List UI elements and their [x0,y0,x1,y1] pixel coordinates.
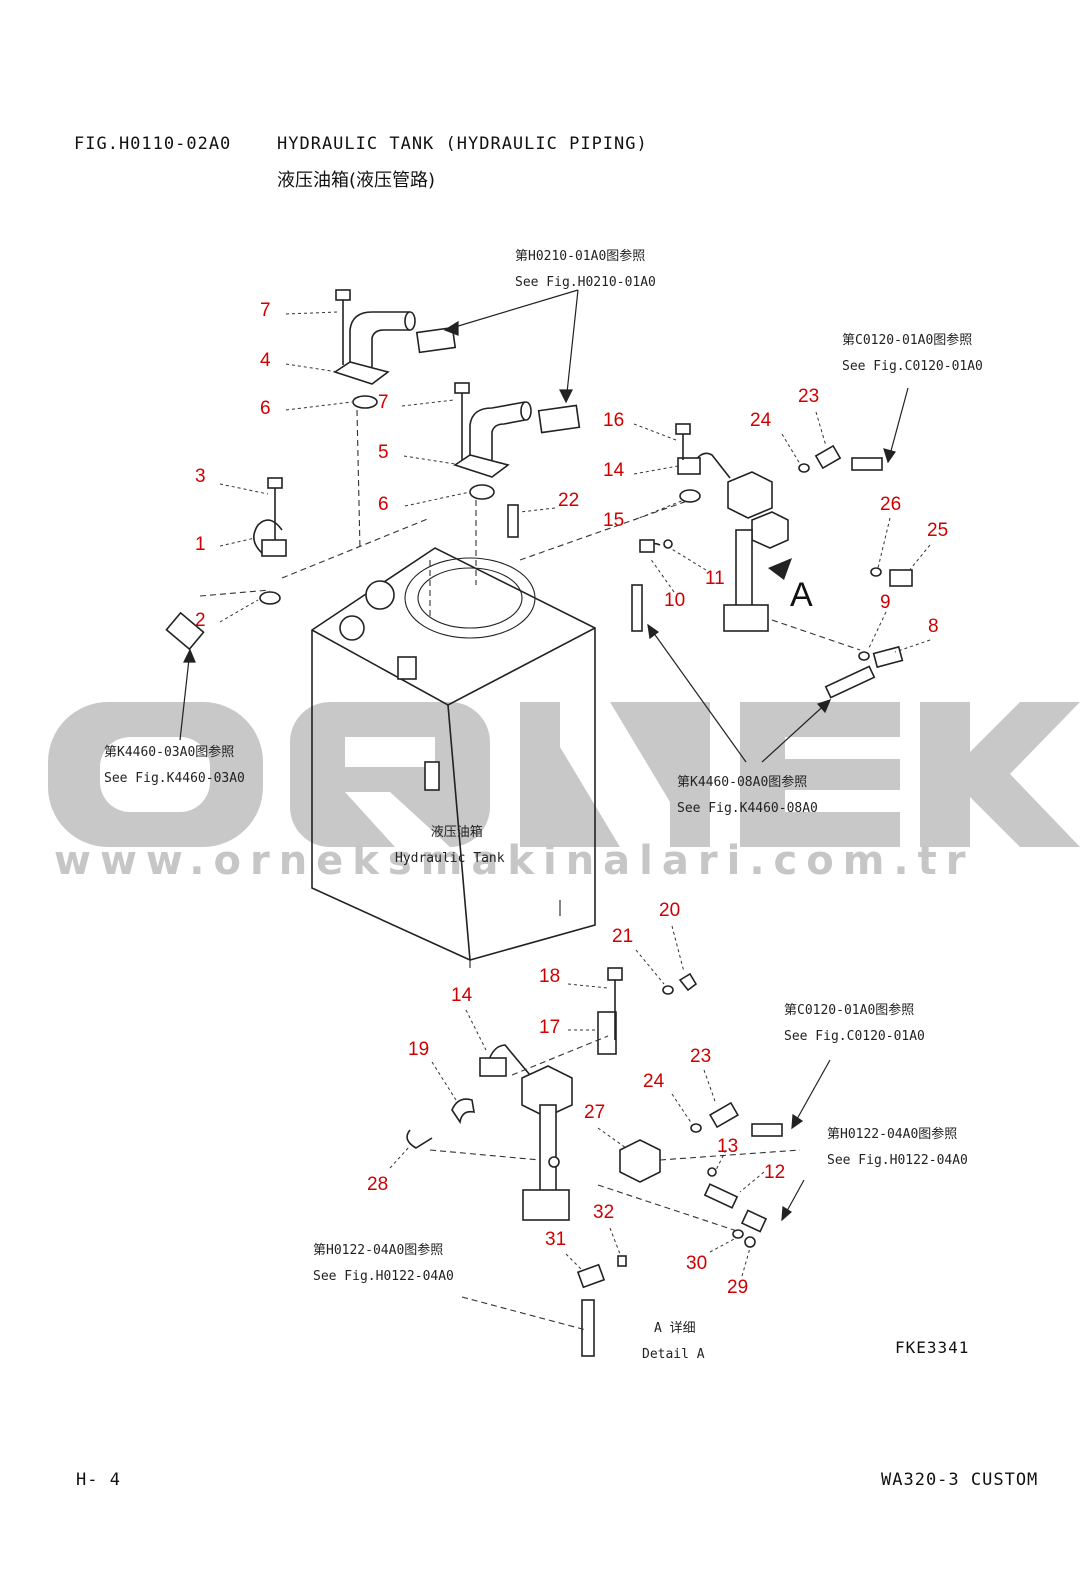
callout-2: 2 [195,610,206,631]
ref-k4460-08-cn: 第K4460-08A0图参照 [677,775,808,790]
drawing-code: FKE3341 [895,1338,970,1357]
callout-6b: 6 [378,494,389,515]
callout-leaders [219,311,931,1277]
ref-k4460-08: 第K4460-08A0图参照 See Fig.K4460-08A0 [677,770,818,822]
callout-23b: 23 [690,1046,712,1067]
ref-h0210-en: See Fig.H0210-01A0 [515,275,656,290]
ref-k4460-03-en: See Fig.K4460-03A0 [104,771,245,786]
callout-25: 25 [927,520,949,541]
callout-24: 24 [750,410,772,431]
callout-28: 28 [367,1174,389,1195]
arrow-a-label: A [790,576,813,614]
hydraulic-tank-drawing [311,547,596,968]
ref-h0210: 第H0210-01A0图参照 See Fig.H0210-01A0 [515,244,656,296]
figure-code: FIG.H0110-02A0 [74,134,232,154]
detail-a-cn: A 详细 [654,1321,696,1336]
ref-k4460-08-en: See Fig.K4460-08A0 [677,801,818,816]
callout-12: 12 [764,1162,786,1183]
callout-5: 5 [378,442,389,463]
ref-h0122-left: 第H0122-04A0图参照 See Fig.H0122-04A0 [313,1238,454,1290]
ref-c0120-bottom-en: See Fig.C0120-01A0 [784,1029,925,1044]
callout-14: 14 [603,460,625,481]
ref-c0120-top: 第C0120-01A0图参照 See Fig.C0120-01A0 [842,328,983,380]
callout-10: 10 [664,590,686,611]
reference-arrows [179,289,909,1222]
callout-9: 9 [880,592,891,613]
watermark-url: www.orneksmakinalari.com.tr [54,838,975,884]
callout-8: 8 [928,616,939,637]
ref-c0120-bottom-cn: 第C0120-01A0图参照 [784,1003,915,1018]
callout-7: 7 [260,300,271,321]
dashed-routing-lines [199,409,861,1331]
callout-6: 6 [260,398,271,419]
tank-label: 液压油箱 Hydraulic Tank [395,820,505,872]
callout-4: 4 [260,350,271,371]
tank-label-en: Hydraulic Tank [395,851,505,866]
ref-c0120-top-cn: 第C0120-01A0图参照 [842,333,973,348]
callout-27: 27 [584,1102,606,1123]
callout-24b: 24 [643,1071,665,1092]
ref-h0122-left-cn: 第H0122-04A0图参照 [313,1243,444,1258]
elbow-flange-4 [333,289,416,385]
model-name: WA320-3 CUSTOM [881,1470,1039,1490]
figure-title-cn: 液压油箱(液压管路) [277,170,436,191]
callout-23: 23 [798,386,820,407]
callout-15: 15 [603,510,625,531]
callout-13: 13 [717,1136,739,1157]
figure-title: HYDRAULIC TANK (HYDRAULIC PIPING) [277,134,648,154]
callout-17: 17 [539,1017,561,1038]
callout-3: 3 [195,466,206,487]
ref-c0120-bottom: 第C0120-01A0图参照 See Fig.C0120-01A0 [784,998,925,1050]
callout-29: 29 [727,1277,749,1298]
callout-32: 32 [593,1202,615,1223]
elbow-flange-5 [453,382,532,478]
callout-20: 20 [659,900,681,921]
detail-a-label: A 详细 Detail A [642,1316,705,1368]
callout-22: 22 [558,490,580,511]
ref-h0122-right: 第H0122-04A0图参照 See Fig.H0122-04A0 [827,1122,968,1174]
detail-a-en: Detail A [642,1347,705,1362]
callout-19: 19 [408,1039,430,1060]
ref-h0122-left-en: See Fig.H0122-04A0 [313,1269,454,1284]
ref-h0122-right-cn: 第H0122-04A0图参照 [827,1127,958,1142]
watermark-logo [48,702,1080,847]
callout-7b: 7 [378,392,389,413]
callout-16: 16 [603,410,625,431]
callout-11: 11 [705,568,725,589]
callout-14b: 14 [451,985,473,1006]
page-number: H- 4 [76,1470,121,1490]
callout-30: 30 [686,1253,708,1274]
ref-k4460-03: 第K4460-03A0图参照 See Fig.K4460-03A0 [104,740,245,792]
callout-1: 1 [195,534,206,555]
callout-21: 21 [612,926,634,947]
ref-h0210-cn: 第H0210-01A0图参照 [515,249,646,264]
tank-label-cn: 液压油箱 [430,825,483,840]
ref-k4460-03-cn: 第K4460-03A0图参照 [104,745,235,760]
callout-18: 18 [539,966,561,987]
callout-26: 26 [880,494,902,515]
ref-h0122-right-en: See Fig.H0122-04A0 [827,1153,968,1168]
ref-c0120-top-en: See Fig.C0120-01A0 [842,359,983,374]
callout-31: 31 [545,1229,567,1250]
